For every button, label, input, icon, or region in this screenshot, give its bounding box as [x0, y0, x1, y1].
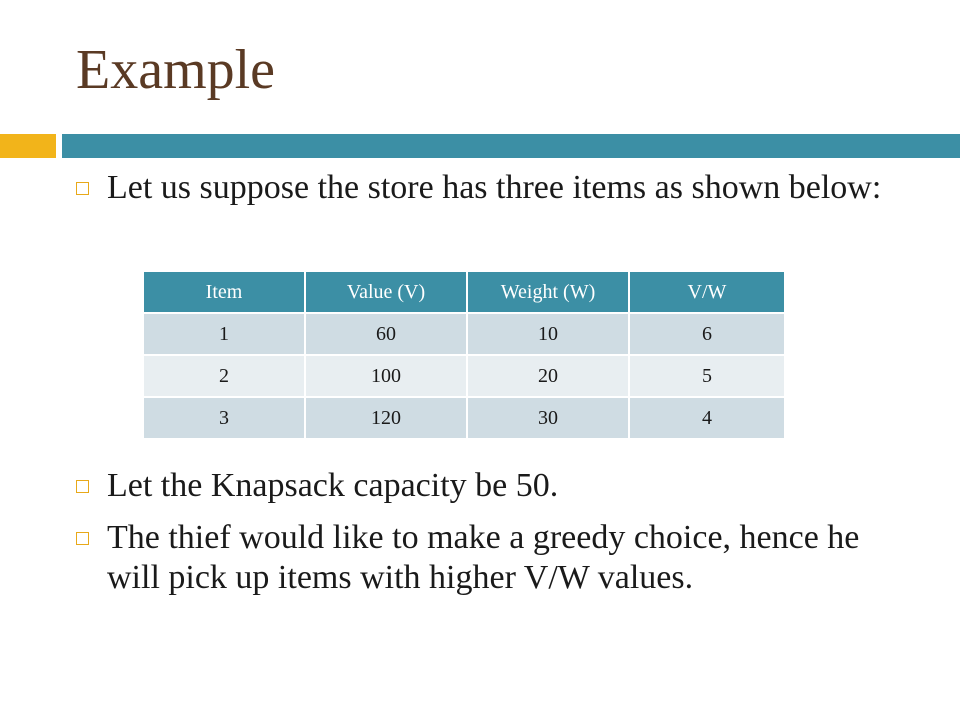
table-header-cell: V/W	[629, 272, 784, 313]
table-cell: 5	[629, 354, 784, 397]
table-cell: 2	[144, 354, 306, 397]
table-cell: 30	[467, 396, 630, 438]
table-row: 2 100 20 5	[144, 354, 784, 397]
table-header-cell: Value (V)	[305, 272, 468, 313]
table-cell: 20	[467, 354, 630, 397]
table-cell: 3	[144, 396, 306, 438]
bullet-text: Let us suppose the store has three items…	[107, 169, 882, 206]
table-cell: 6	[629, 312, 784, 355]
table-cell: 10	[467, 312, 630, 355]
table-header-row: Item Value (V) Weight (W) V/W	[144, 272, 784, 313]
bullet-item: Let us suppose the store has three items…	[76, 168, 896, 208]
bullet-text: The thief would like to make a greedy ch…	[107, 519, 860, 596]
table-cell: 60	[305, 312, 468, 355]
table-row: 3 120 30 4	[144, 396, 784, 438]
table-header-cell: Item	[144, 272, 306, 313]
table-cell: 100	[305, 354, 468, 397]
square-bullet-icon	[76, 480, 89, 493]
bullet-text: Let the Knapsack capacity be 50.	[107, 467, 559, 504]
accent-bar-orange	[0, 134, 56, 158]
bullet-item: Let the Knapsack capacity be 50.	[76, 466, 896, 506]
table-cell: 4	[629, 396, 784, 438]
table-cell: 120	[305, 396, 468, 438]
slide-title: Example	[76, 39, 276, 101]
table-row: 1 60 10 6	[144, 312, 784, 355]
table-cell: 1	[144, 312, 306, 355]
accent-bar-teal	[62, 134, 960, 158]
bullet-item: The thief would like to make a greedy ch…	[76, 518, 896, 598]
items-table: Item Value (V) Weight (W) V/W 1 60 10 6 …	[144, 272, 784, 438]
table-header-cell: Weight (W)	[467, 272, 630, 313]
square-bullet-icon	[76, 532, 89, 545]
square-bullet-icon	[76, 182, 89, 195]
